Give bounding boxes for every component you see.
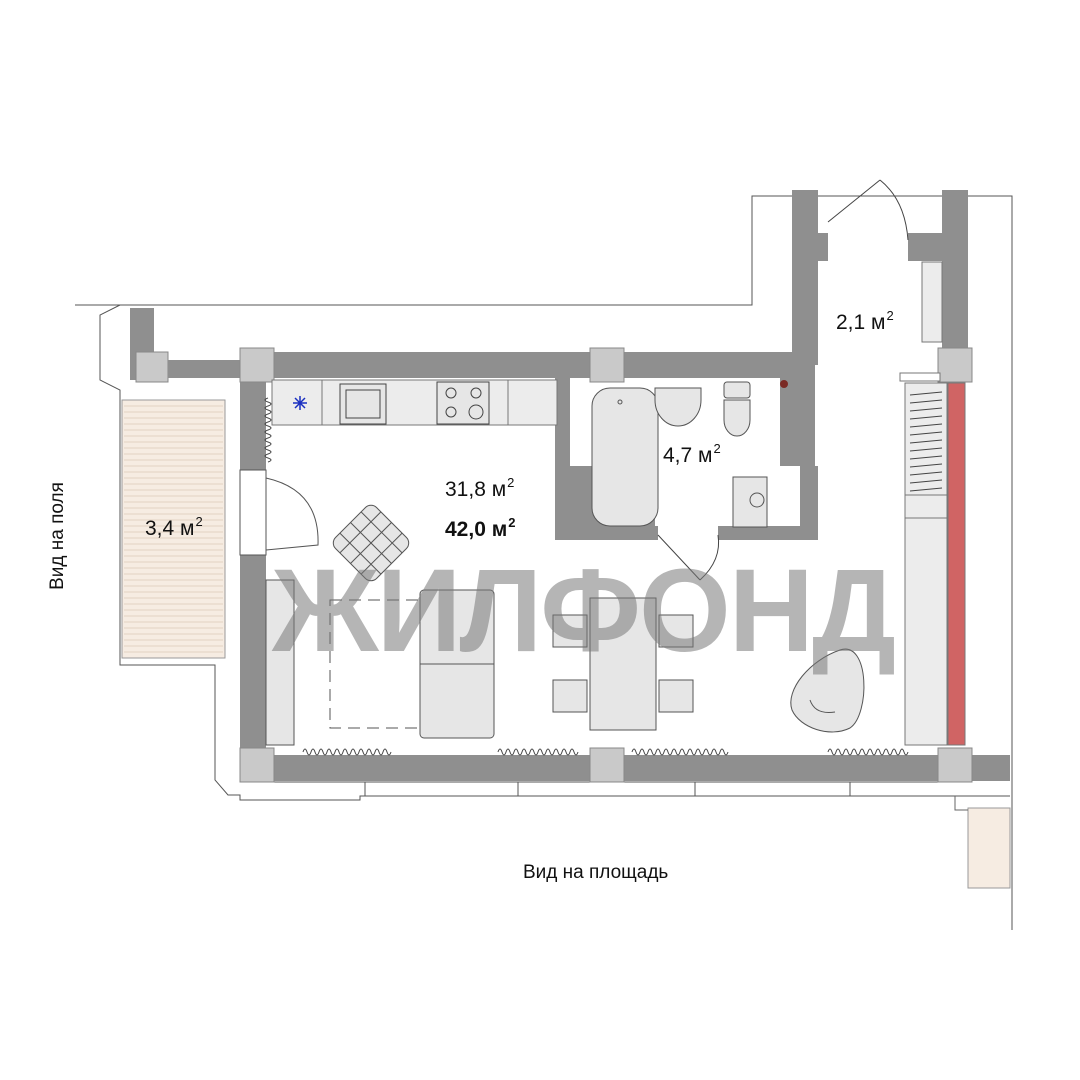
- total-area-value: 42,0 м: [445, 518, 508, 541]
- bathroom-door: [657, 534, 720, 581]
- unit-sup: 2: [713, 441, 721, 456]
- red-wall: [947, 382, 966, 746]
- unit-sup: 2: [195, 514, 203, 529]
- view-left-label: Вид на поля: [47, 482, 68, 590]
- bathroom-fixtures: [591, 381, 768, 528]
- total-area-label: 42,0 м2: [445, 515, 516, 541]
- riser-pipe-icon: [780, 380, 788, 388]
- balcony-area-label: 3,4 м2: [145, 514, 203, 540]
- bathroom-area-value: 4,7 м: [663, 444, 713, 467]
- bathroom-area-label: 4,7 м2: [663, 441, 721, 467]
- furniture: [265, 504, 865, 746]
- balcony-area-value: 3,4 м: [145, 517, 195, 540]
- radiators: [264, 397, 909, 756]
- kitchen-counter: [271, 379, 558, 426]
- view-bottom-label: Вид на площадь: [523, 862, 669, 883]
- hall-shelf: [921, 261, 943, 343]
- unit-sup: 2: [886, 308, 894, 323]
- columns: [239, 347, 973, 783]
- entrance-door: [827, 179, 909, 241]
- hall-area-value: 2,1 м: [836, 311, 886, 334]
- wardrobe: [899, 372, 948, 746]
- hall-area-label: 2,1 м2: [836, 308, 894, 334]
- living-area-value: 31,8 м: [445, 478, 507, 501]
- unit-sup: 2: [507, 475, 515, 490]
- balcony-door: [239, 469, 319, 556]
- balcony-bottom-right: [954, 796, 1011, 889]
- watermark: ЖИЛФОНД: [272, 545, 896, 677]
- balcony-left: [121, 308, 240, 659]
- living-area-label: 31,8 м2: [445, 475, 515, 501]
- unit-sup: 2: [508, 515, 516, 530]
- ventilation-icon: [293, 396, 307, 410]
